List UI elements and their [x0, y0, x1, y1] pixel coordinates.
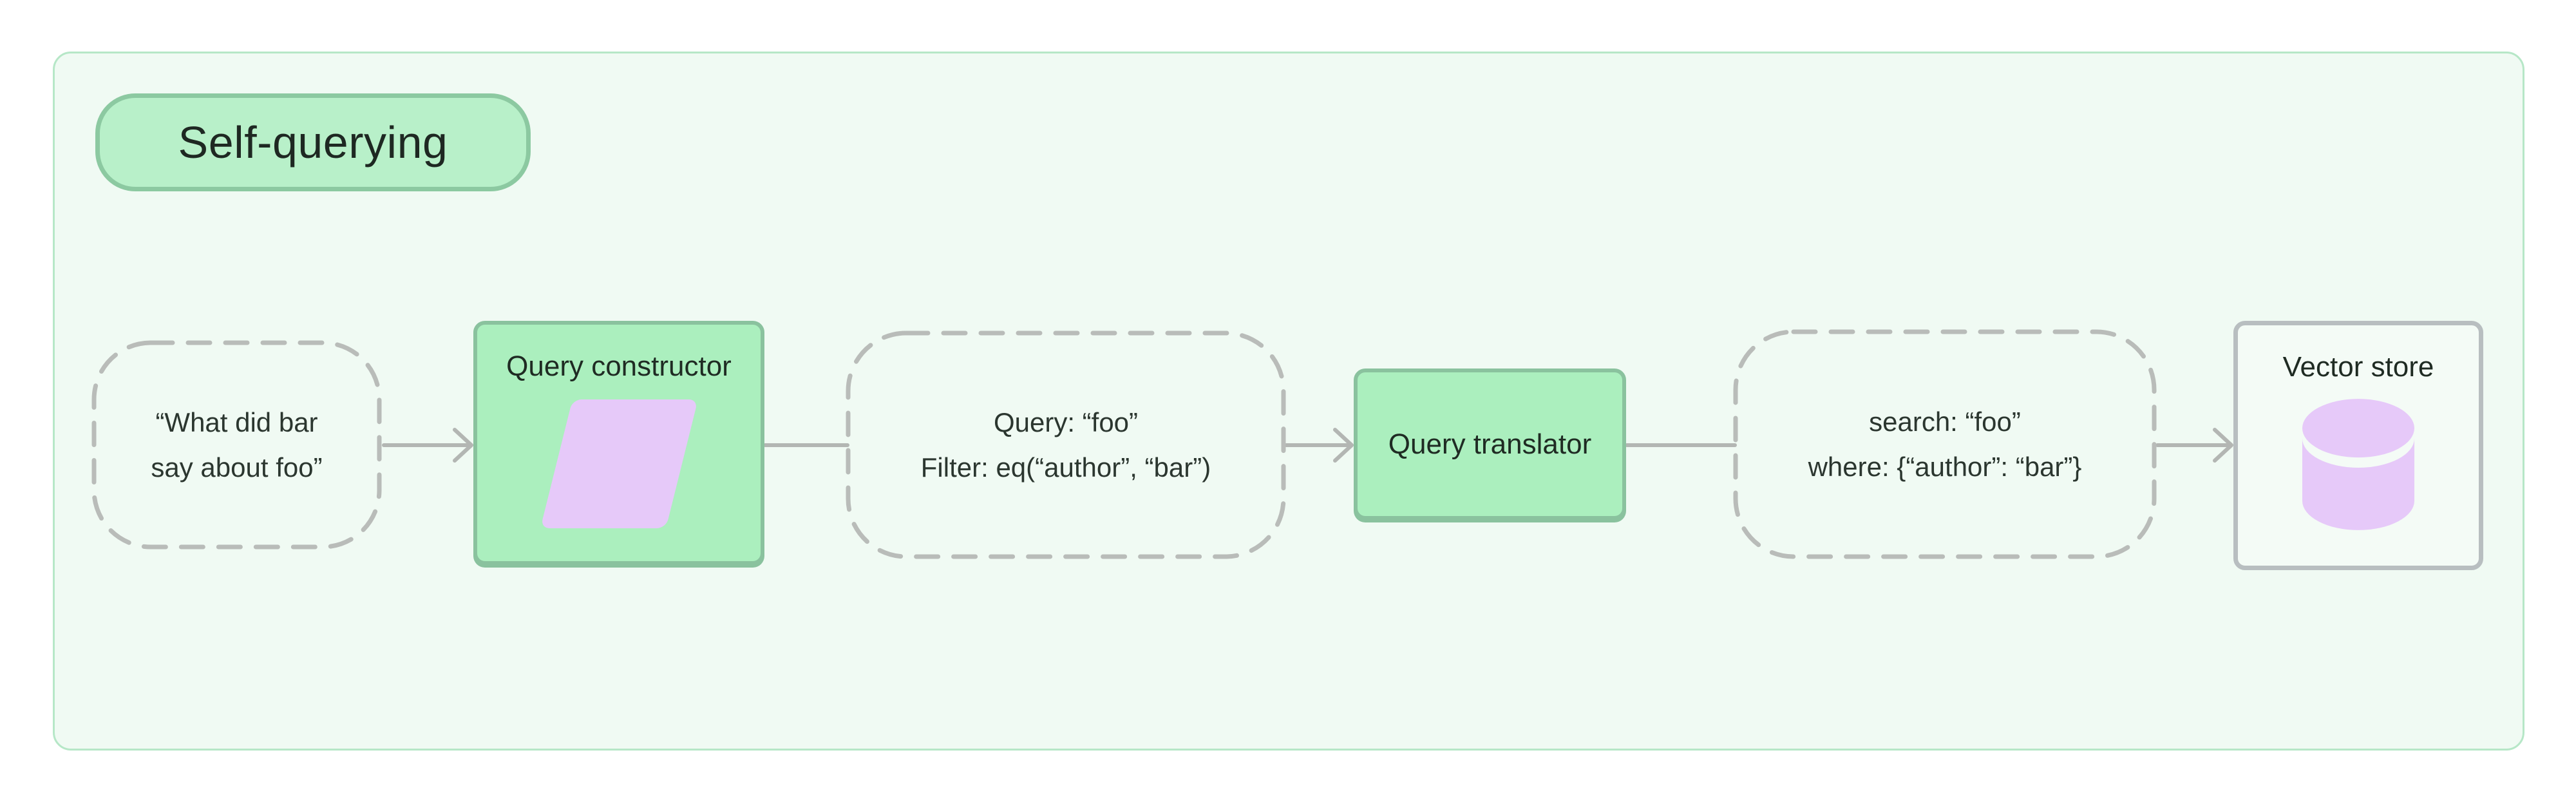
parallelogram-icon [540, 399, 698, 528]
translated-query-node: search: “foo” where: {“author”: “bar”} [1733, 329, 2157, 559]
dashed-border [1733, 329, 2157, 559]
translated-query-line1: search: “foo” [1869, 406, 2021, 437]
dashed-border [846, 330, 1286, 559]
connector-query-to-translator [1284, 428, 1354, 463]
vector-store-label: Vector store [2282, 351, 2434, 383]
constructed-query-line1: Query: “foo” [993, 407, 1139, 437]
translated-query-text: search: “foo” where: {“author”: “bar”} [1733, 329, 2157, 559]
query-constructor-box: Query constructor [473, 321, 764, 565]
translated-query-line2: where: {“author”: “bar”} [1808, 451, 2082, 482]
constructed-query-node: Query: “foo” Filter: eq(“author”, “bar”) [846, 330, 1286, 559]
query-translator-label: Query translator [1388, 428, 1592, 460]
input-query-line2: say about foo” [151, 452, 323, 483]
title-badge-label: Self-querying [178, 117, 448, 168]
vector-store-box: Vector store [2233, 321, 2483, 570]
connector-input-to-constructor [382, 428, 473, 463]
database-cylinder-icon [2302, 399, 2415, 530]
dashed-border [91, 340, 382, 550]
title-badge: Self-querying [95, 93, 531, 191]
query-translator-box: Query translator [1354, 368, 1626, 520]
connector-translated-to-vectorstore [2155, 428, 2233, 463]
input-query-node: “What did bar say about foo” [91, 340, 382, 550]
input-query-text: “What did bar say about foo” [91, 340, 382, 550]
constructed-query-line2: Filter: eq(“author”, “bar”) [920, 452, 1211, 483]
constructed-query-text: Query: “foo” Filter: eq(“author”, “bar”) [846, 330, 1286, 559]
input-query-line1: “What did bar [155, 407, 318, 437]
query-constructor-label: Query constructor [506, 350, 732, 382]
